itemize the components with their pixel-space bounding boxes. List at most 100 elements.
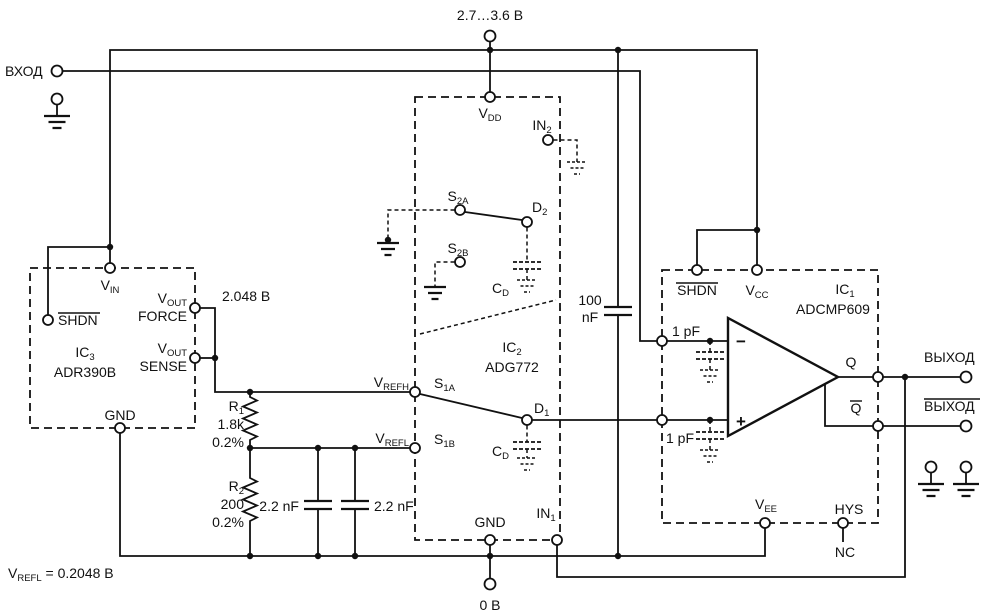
pin-d2 <box>521 216 533 228</box>
capacitor-cd1 <box>513 441 541 450</box>
hys-label: HYS <box>835 501 864 517</box>
resistor-r1 <box>240 392 260 448</box>
output-ground-icon <box>953 482 979 498</box>
wire-shdn3-tie <box>47 246 110 315</box>
pf1-value: 1 pF <box>672 323 700 339</box>
in2-ground-icon <box>567 161 587 175</box>
pin-in1 <box>551 534 563 546</box>
d1-label: D1 <box>534 400 549 419</box>
wire-feedback <box>556 377 906 578</box>
sense-label: SENSE <box>140 358 187 374</box>
capacitor-plates <box>304 305 632 511</box>
in1-label: IN1 <box>536 505 555 524</box>
ic2-divider <box>419 299 557 335</box>
wire-input-to-minus <box>62 70 657 342</box>
pin-shdn3 <box>42 314 54 326</box>
vrefl-note: VREFL = 0.2048 В <box>8 565 114 584</box>
output-gnd-stems <box>930 472 967 484</box>
input-ground-icon <box>44 114 70 130</box>
pin-vout-sense <box>189 352 201 364</box>
wire-supply-rail <box>109 49 758 265</box>
vrefh-label: VREFH <box>374 374 409 393</box>
gnd2-label: GND <box>474 514 505 530</box>
vcc-label: VCC <box>745 282 768 301</box>
vout-value-label: 2.048 В <box>222 288 270 304</box>
vout-sense-label: VOUT <box>158 340 188 359</box>
pin-minus <box>656 335 668 347</box>
shdn1-label: SHDN <box>677 282 717 298</box>
c3-value-1: 100 <box>578 292 602 308</box>
nc-label: NC <box>835 544 855 560</box>
in2-label: IN2 <box>532 117 551 136</box>
junction-dot <box>706 337 714 345</box>
pin-qbar <box>872 420 884 432</box>
output-inv-label: ВЫХОД <box>924 398 975 414</box>
pf2-value: 1 pF <box>666 430 694 446</box>
cd1-label: CD <box>492 443 509 462</box>
pin-shdn1 <box>691 264 703 276</box>
pin-s2a <box>454 204 466 216</box>
junction-dot <box>486 552 494 560</box>
junction-dot <box>211 354 219 362</box>
pin-vdd <box>484 91 496 103</box>
comparator-symbol <box>726 315 841 439</box>
output-terminal <box>959 370 973 384</box>
capacitor-pf1 <box>696 351 724 360</box>
output-label: ВЫХОД <box>924 349 975 365</box>
supply-label: 2.7…3.6 В <box>457 7 523 23</box>
pin-vin <box>104 262 116 274</box>
r2-tol: 0.2% <box>212 514 244 530</box>
pin-circles <box>42 91 884 546</box>
output-gnd-terminal <box>959 460 973 474</box>
cd1-ground-icon <box>517 457 537 471</box>
c2-value: 2.2 nF <box>374 498 414 514</box>
wire-qbar-out <box>824 384 961 427</box>
junction-dot <box>314 552 322 560</box>
pin-d1 <box>521 414 533 426</box>
wire-s2b-gnd <box>434 261 455 287</box>
pin-gnd2 <box>484 534 496 546</box>
input-label: ВХОД <box>5 63 43 79</box>
s2a-label: S2A <box>448 188 470 207</box>
pin-q <box>872 371 884 383</box>
junction-dots <box>106 46 909 560</box>
wire-in2-gnd <box>553 139 578 162</box>
output-gnd-terminal <box>924 460 938 474</box>
ic1-name: IC1 <box>835 281 854 300</box>
junction-dot <box>384 236 392 244</box>
ic2-part: ADG772 <box>485 359 539 375</box>
r1-value: 1.8k <box>218 416 245 432</box>
r1-ref: R1 <box>229 398 244 417</box>
pin-in2 <box>542 134 554 146</box>
plus-sign: + <box>736 412 746 431</box>
capacitor-c3 <box>604 305 632 317</box>
vout-force-label: VOUT <box>158 290 188 309</box>
q-label: Q <box>846 354 857 370</box>
s1a-label: S1A <box>434 375 456 394</box>
output-inv-terminal <box>959 419 973 433</box>
pin-hys <box>837 517 849 529</box>
vee-label: VEE <box>755 496 777 515</box>
input-terminal <box>50 64 64 78</box>
gnd3-label: GND <box>104 407 135 423</box>
junction-dot <box>314 444 322 452</box>
junction-dot <box>351 444 359 452</box>
shdn3-label: SHDN <box>58 312 98 328</box>
vin-label: VIN <box>101 277 120 296</box>
junction-dot <box>901 373 909 381</box>
cd2-ground-icon <box>517 279 537 293</box>
d2-label: D2 <box>532 199 547 218</box>
ic2-name: IC2 <box>502 339 521 358</box>
pin-vee <box>759 517 771 529</box>
capacitor-c2 <box>341 499 369 511</box>
input-gnd-terminal <box>50 92 64 106</box>
r1-tol: 0.2% <box>212 434 244 450</box>
junction-dot <box>351 552 359 560</box>
capacitor-cd2 <box>513 261 541 270</box>
terminals <box>50 29 973 591</box>
capacitor-pf2 <box>696 431 724 440</box>
pin-vcc <box>751 264 763 276</box>
zero-volt-terminal <box>483 577 497 591</box>
pin-s1b <box>409 442 421 454</box>
